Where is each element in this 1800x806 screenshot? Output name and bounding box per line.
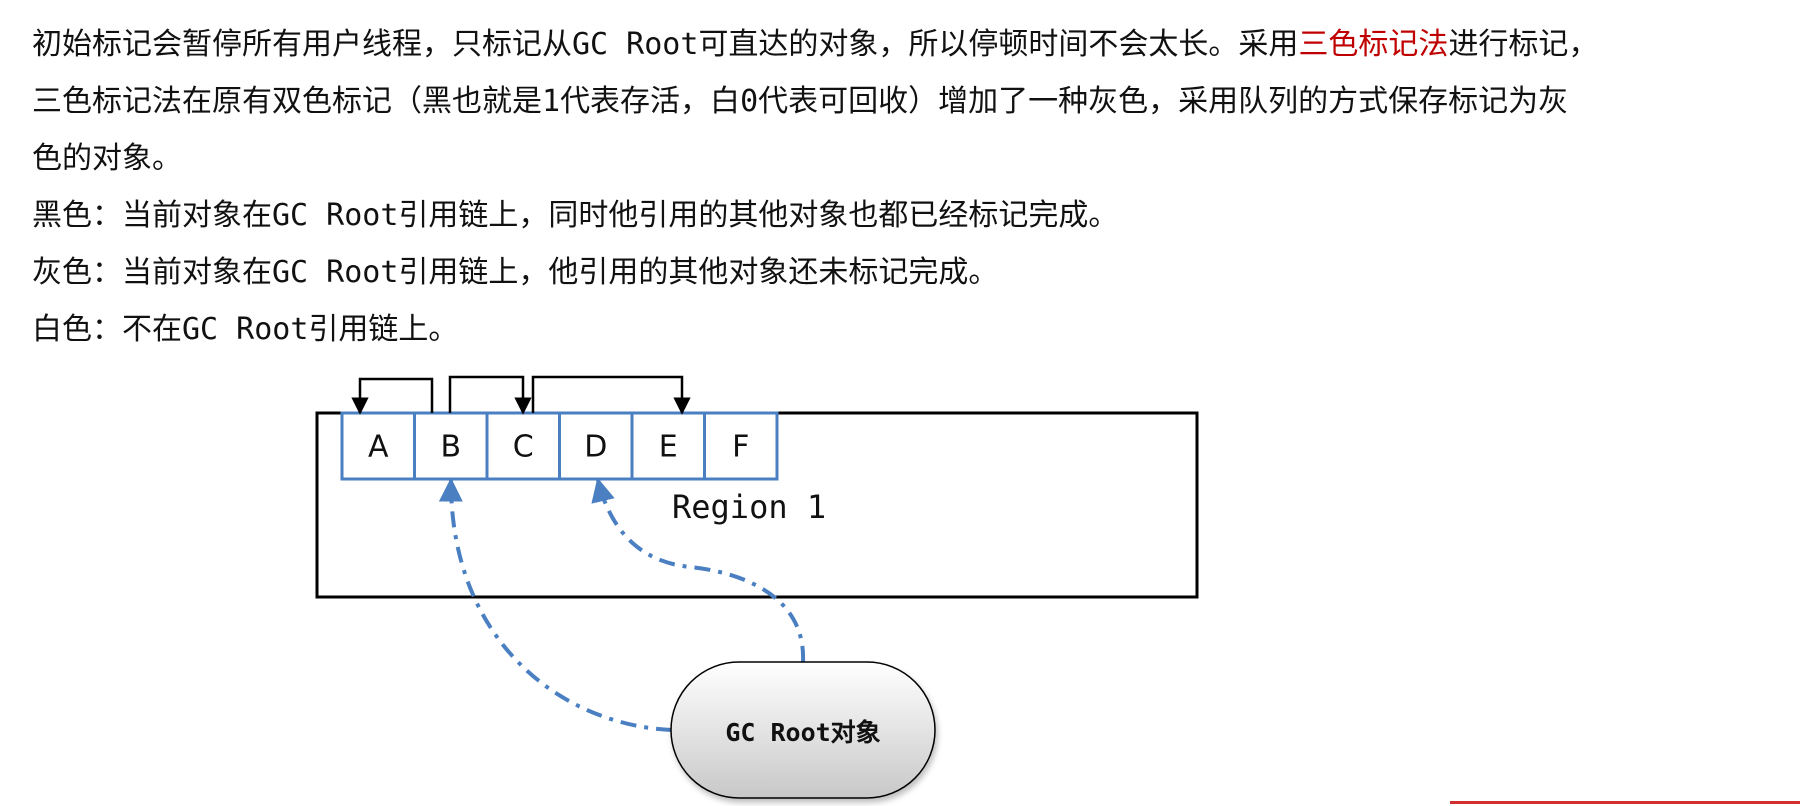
- reference-arrow-b-to-c: [448, 375, 532, 415]
- intro-text: 可直达的对象，所以停顿时间不会太长。采用: [698, 27, 1299, 62]
- corner-rule: [1450, 801, 1800, 804]
- intro-line-3: 色的对象。: [32, 141, 182, 176]
- intro-text: 三色标记法在原有双色标记（黑也就是: [32, 84, 542, 119]
- tricolor-marking-highlight: 三色标记法: [1298, 27, 1449, 62]
- gc-root-term: GC Root: [272, 198, 399, 233]
- region-label: Region 1: [672, 488, 826, 526]
- gc-root-label: GC Root对象: [725, 718, 880, 747]
- text-block: 初始标记会暂停所有用户线程，只标记从GC Root可直达的对象，所以停顿时间不会…: [32, 16, 1772, 358]
- intro-text: 代表可回收）增加了一种灰色，采用队列的方式保存标记为灰: [758, 84, 1569, 119]
- definition-text: 白色：不在: [32, 312, 182, 347]
- definition-white: 白色：不在GC Root引用链上。: [32, 301, 1772, 358]
- definition-black: 黑色：当前对象在GC Root引用链上，同时他引用的其他对象也都已经标记完成。: [32, 187, 1772, 244]
- object-cell-label-d: D: [584, 430, 607, 465]
- object-cell-e: [630, 411, 706, 481]
- definition-gray: 灰色：当前对象在GC Root引用链上，他引用的其他对象还未标记完成。: [32, 244, 1772, 301]
- object-cell-label-f: F: [732, 430, 749, 465]
- reference-arrow-c-to-e: [531, 375, 691, 415]
- definition-text: 引用链上。: [308, 312, 459, 347]
- definition-text: 黑色：当前对象在: [32, 198, 272, 233]
- object-cell-b: [413, 411, 489, 481]
- gc-root-term: GC Root: [572, 27, 699, 62]
- intro-text: 代表存活，白: [560, 84, 741, 119]
- object-cell-label-e: E: [659, 430, 678, 465]
- root-reference-arrow-to-d: [591, 477, 806, 663]
- object-cell-label-b: B: [440, 430, 461, 465]
- definition-text: 引用链上，他引用的其他对象还未标记完成。: [398, 255, 999, 290]
- root-reference-arrow-to-b: [438, 477, 673, 732]
- object-cells: A B C D E F: [340, 411, 779, 481]
- object-cell-label-c: C: [513, 430, 534, 465]
- intro-line-1: 初始标记会暂停所有用户线程，只标记从GC Root可直达的对象，所以停顿时间不会…: [32, 16, 1772, 73]
- gc-root-term: GC Root: [182, 312, 309, 347]
- object-cell-d: [558, 411, 634, 481]
- reference-arrow-b-to-a: [351, 377, 434, 415]
- definition-text: 灰色：当前对象在: [32, 255, 272, 290]
- object-cell-label-a: A: [368, 430, 389, 465]
- intro-text: 初始标记会暂停所有用户线程，只标记从: [32, 27, 572, 62]
- gc-root-term: GC Root: [272, 255, 399, 290]
- alive-value: 1: [542, 84, 561, 119]
- gc-root-node: [670, 661, 936, 799]
- object-cell-a: [340, 411, 416, 481]
- intro-text: 进行标记，: [1448, 27, 1599, 62]
- definition-text: 引用链上，同时他引用的其他对象也都已经标记完成。: [398, 198, 1119, 233]
- object-cell-f: [703, 411, 779, 481]
- collectable-value: 0: [740, 84, 759, 119]
- intro-line-2: 三色标记法在原有双色标记（黑也就是1代表存活，白0代表可回收）增加了一种灰色，采…: [32, 73, 1772, 130]
